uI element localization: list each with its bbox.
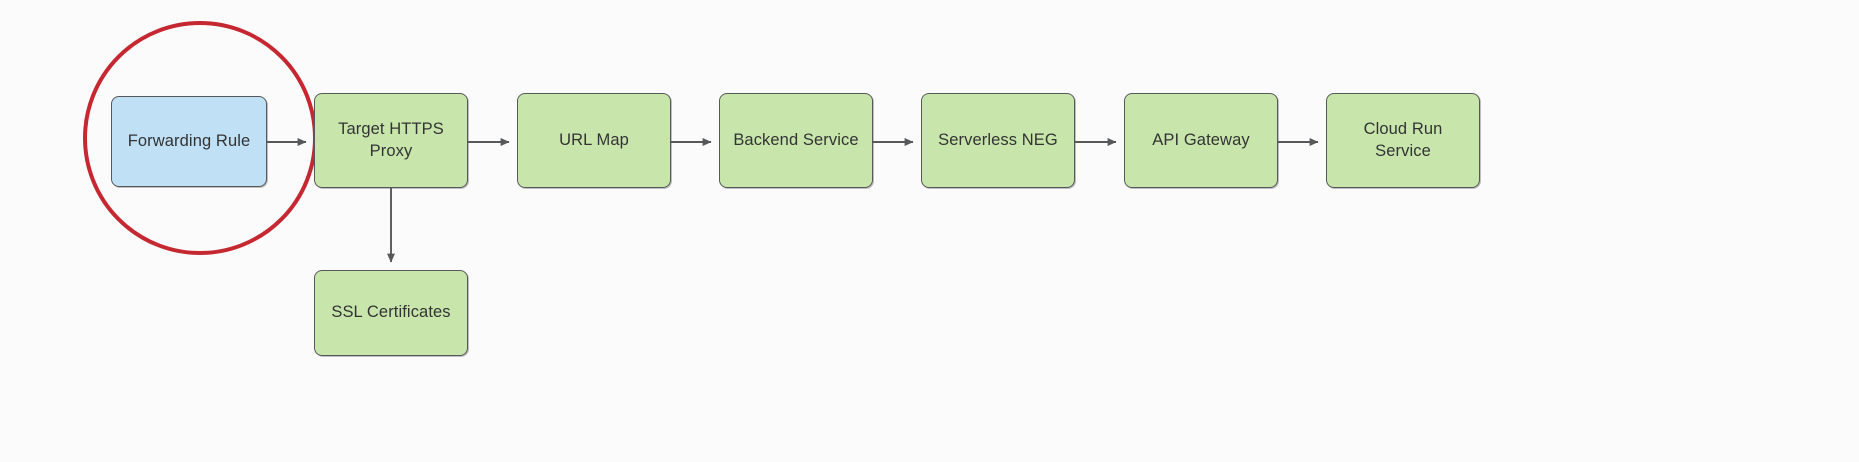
node-forwarding-rule[interactable]: Forwarding Rule: [111, 96, 267, 187]
node-target-https-proxy[interactable]: Target HTTPS Proxy: [314, 93, 468, 188]
node-label-forwarding-rule: Forwarding Rule: [127, 131, 251, 150]
node-cloud-run-service[interactable]: Cloud Run Service: [1326, 93, 1480, 188]
node-label-api-gateway: API Gateway: [1152, 130, 1250, 149]
node-ssl-certificates[interactable]: SSL Certificates: [314, 270, 468, 356]
node-label-target-https-proxy: Target HTTPS Proxy: [338, 119, 444, 160]
node-label-ssl-certificates: SSL Certificates: [331, 303, 451, 322]
node-label-url-map: URL Map: [559, 130, 629, 149]
node-backend-service[interactable]: Backend Service: [719, 93, 873, 188]
node-serverless-neg[interactable]: Serverless NEG: [921, 93, 1075, 188]
node-label-cloud-run-service: Cloud Run Service: [1363, 119, 1443, 160]
node-label-serverless-neg: Serverless NEG: [938, 130, 1058, 149]
node-api-gateway[interactable]: API Gateway: [1124, 93, 1278, 188]
node-label-backend-service: Backend Service: [733, 130, 859, 149]
node-url-map[interactable]: URL Map: [517, 93, 671, 188]
